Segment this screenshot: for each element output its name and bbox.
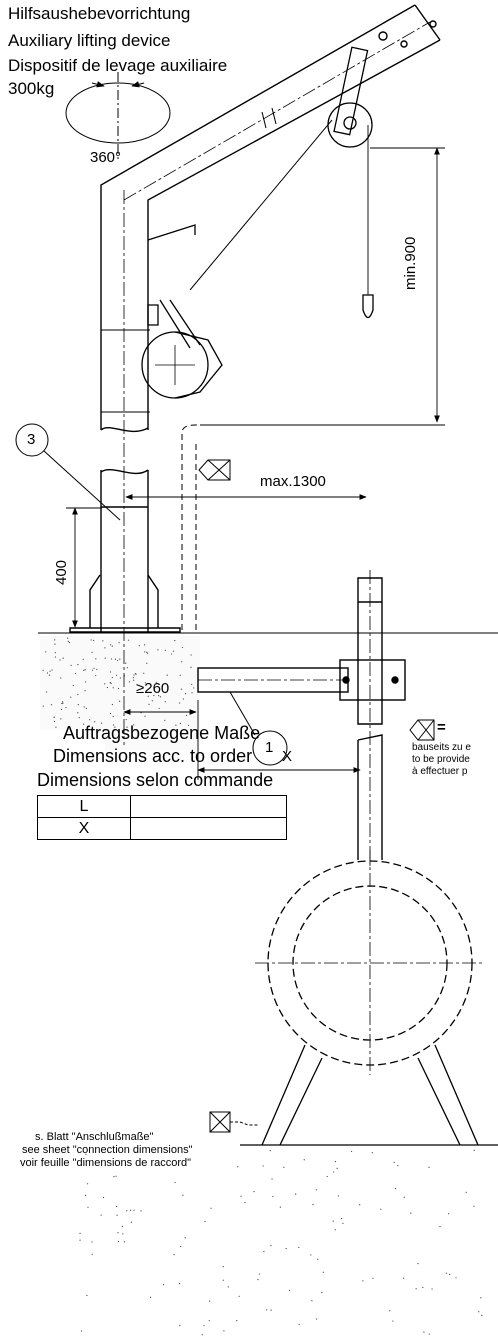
- order-value: [130, 795, 287, 818]
- callout-1-number: 1: [265, 739, 274, 756]
- rotation-label: 360°: [90, 149, 122, 166]
- tank-ring: [240, 850, 498, 1146]
- tie-bar: [197, 659, 406, 736]
- ground-concrete: [40, 636, 200, 750]
- site-provided-symbol: [198, 459, 435, 1133]
- max-reach-label: max.1300: [260, 473, 326, 490]
- x-dimension-label: X: [282, 748, 293, 765]
- title-fr: Dispositif de levage auxiliaire: [8, 56, 228, 75]
- order-row-x: X: [37, 817, 287, 840]
- order-key: L: [37, 795, 131, 818]
- connection-note-fr: voir feuille "dimensions de raccord": [20, 1157, 192, 1169]
- title-de: Hilfsaushebevorrichtung: [8, 4, 191, 23]
- order-dims-fr: Dimensions selon commande: [37, 770, 274, 790]
- dimension-lines: [66, 147, 445, 780]
- callout-3: [15, 423, 121, 521]
- legend-fr: à effectuer p: [412, 766, 468, 777]
- order-dims-en: Dimensions acc. to order: [53, 746, 253, 766]
- order-dims-de: Auftragsbezogene Maße: [63, 723, 261, 743]
- order-row-l: L: [37, 795, 287, 818]
- pulley: [327, 46, 374, 319]
- capacity-label: 300kg: [8, 79, 55, 98]
- connection-note-en: see sheet "connection dimensions": [22, 1144, 193, 1156]
- callout-3-number: 3: [27, 431, 36, 448]
- order-key: X: [37, 817, 131, 840]
- min-height-label: min.900: [402, 236, 419, 290]
- callout-1: [252, 730, 288, 766]
- legend-equals: =: [437, 719, 446, 736]
- winch: [101, 119, 333, 413]
- base-height-label: 400: [53, 559, 70, 585]
- main-pole: [357, 570, 383, 870]
- rotation-symbol: [65, 72, 171, 160]
- order-dims-table: L X: [37, 795, 287, 840]
- title-en: Auxiliary lifting device: [8, 31, 171, 50]
- connection-note-de: s. Blatt "Anschlußmaße": [35, 1131, 154, 1143]
- min-distance-label: ≥260: [136, 680, 170, 697]
- legend-en: to be provide: [412, 754, 470, 765]
- legend-de: bauseits zu e: [412, 742, 471, 753]
- anchor-rod: [181, 424, 200, 630]
- order-value: [130, 817, 287, 840]
